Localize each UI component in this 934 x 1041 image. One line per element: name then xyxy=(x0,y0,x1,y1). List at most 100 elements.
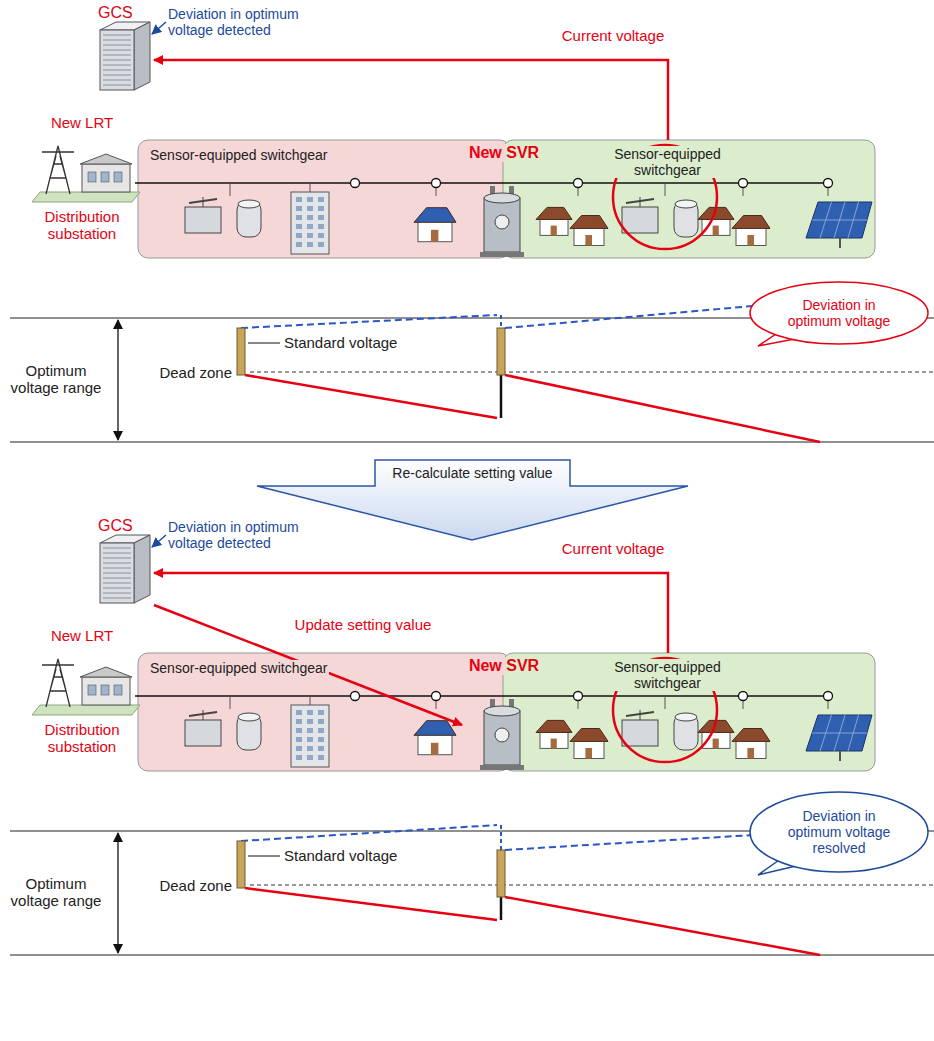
line-node xyxy=(824,692,833,701)
line-node xyxy=(824,179,833,188)
server-node: GCS xyxy=(88,4,154,96)
substation-window xyxy=(101,172,109,182)
building-window xyxy=(307,755,313,760)
regulator-node: New SVR xyxy=(462,655,546,775)
upper-voltage-line xyxy=(500,825,502,850)
house-wall xyxy=(418,734,452,754)
house-wall xyxy=(574,228,604,246)
node-title: Deviation in optimum voltage xyxy=(777,297,902,329)
building-window xyxy=(296,224,302,229)
upper-voltage-line xyxy=(241,825,497,841)
substation-node: New LRT Distribution substation xyxy=(22,114,142,242)
server-slot xyxy=(103,573,131,574)
server-slot xyxy=(103,45,131,46)
range-arrow xyxy=(117,320,118,440)
steel-tower xyxy=(42,659,74,707)
region-box: Sensor-equipped switchgear xyxy=(138,140,510,258)
switch-lever xyxy=(626,712,654,716)
connector-label: Update setting value xyxy=(293,616,434,633)
line-node xyxy=(432,692,441,701)
building-window xyxy=(318,197,324,202)
building-window xyxy=(318,710,324,715)
house-roof xyxy=(732,216,770,229)
building-body xyxy=(291,192,329,254)
building-window xyxy=(307,710,313,715)
line-node xyxy=(739,179,748,188)
house-door xyxy=(585,748,592,759)
switch-box xyxy=(185,207,221,233)
signal-arrow xyxy=(154,60,668,140)
substation-window xyxy=(114,685,122,695)
house-roof xyxy=(732,729,770,742)
server-slot xyxy=(103,50,131,51)
ground-pad xyxy=(32,192,140,202)
callout-label: Standard voltage xyxy=(284,334,397,351)
server-slot xyxy=(103,65,131,66)
server-front xyxy=(100,543,134,603)
building-window xyxy=(318,719,324,724)
node-title: GCS xyxy=(98,4,133,22)
server-slot xyxy=(103,75,131,76)
service-drop xyxy=(230,183,231,196)
building-window xyxy=(296,737,302,742)
svr-body xyxy=(484,711,520,765)
line-node xyxy=(739,692,748,701)
status-note: Deviation in optimum voltage detected xyxy=(168,519,320,551)
substation-roof xyxy=(80,667,132,677)
building-body xyxy=(291,705,329,767)
line-node xyxy=(432,179,441,188)
ground-pad xyxy=(32,705,140,715)
callout-label: Dead zone xyxy=(142,364,232,381)
switch-box xyxy=(185,720,221,746)
line-node xyxy=(574,692,583,701)
server-slot xyxy=(103,553,131,554)
region-fill xyxy=(138,653,510,771)
substation-building xyxy=(82,164,130,192)
house-wall xyxy=(736,741,766,759)
house-roof xyxy=(536,207,572,219)
switch-box xyxy=(622,207,658,233)
svr-body xyxy=(484,198,520,252)
tap-step-line xyxy=(500,897,503,920)
building-window xyxy=(307,746,313,751)
node-title: Sensor-equipped switchgear xyxy=(583,659,752,691)
node-subtitle: Distribution substation xyxy=(22,721,142,756)
house-roof xyxy=(536,720,572,732)
region-box: Sensor-equipped switchgear xyxy=(503,140,875,258)
tap-step-line xyxy=(500,375,503,418)
building-window xyxy=(318,755,324,760)
leader-line xyxy=(248,856,280,857)
standard-voltage-bar xyxy=(237,841,245,888)
node-subtitle: Distribution substation xyxy=(22,208,142,243)
house-roof xyxy=(414,721,456,736)
leader-arrow xyxy=(152,22,166,34)
sensor-cap xyxy=(238,200,260,208)
svr-gauge xyxy=(495,728,509,742)
callout-label: Standard voltage xyxy=(284,847,397,864)
lower-voltage-line xyxy=(505,375,820,442)
building-window xyxy=(318,215,324,220)
switch-lever xyxy=(626,199,654,203)
svr-base xyxy=(480,252,524,257)
server-slot xyxy=(103,70,131,71)
panel-illustration xyxy=(10,22,934,442)
switch-lever xyxy=(189,199,217,203)
node-title: New SVR xyxy=(467,144,541,162)
house-door xyxy=(431,230,438,242)
standard-voltage-bar xyxy=(237,328,245,375)
house-door xyxy=(551,226,557,236)
distribution-line xyxy=(135,182,830,184)
node-title: Re-calculate setting value xyxy=(392,465,552,481)
house-wall xyxy=(540,219,568,236)
panel-stand xyxy=(839,751,841,761)
house-wall xyxy=(574,741,604,759)
node-title: New LRT xyxy=(51,627,113,644)
node-title: New LRT xyxy=(51,114,113,131)
house-wall xyxy=(540,732,568,749)
building-window xyxy=(296,728,302,733)
process-arrow: Re-calculate setting value xyxy=(255,458,690,542)
sensor-cap xyxy=(238,713,260,721)
node-title: GCS xyxy=(98,517,133,535)
